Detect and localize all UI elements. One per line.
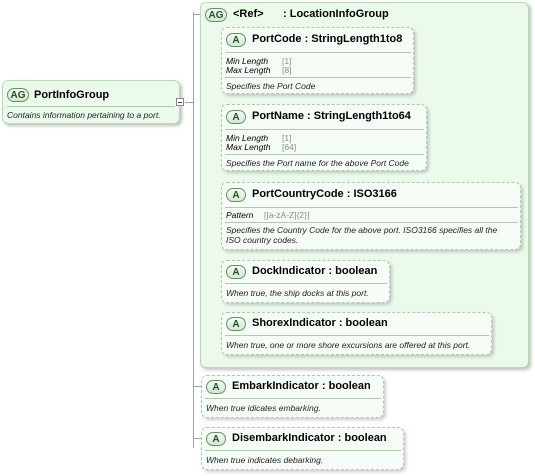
portcode-type: : StringLength1to8	[304, 33, 403, 45]
attribute-group-icon: AG	[205, 8, 227, 22]
disembarkindicator-doc: When true indicates debarking.	[206, 455, 324, 465]
attribute-icon: A	[206, 432, 226, 446]
attribute-dockindicator-box[interactable]: A DockIndicator : boolean When true, the…	[221, 260, 390, 303]
attribute-name: EmbarkIndicator : boolean	[232, 380, 371, 392]
disembarkindicator-name: DisembarkIndicator	[232, 432, 335, 444]
attribute-name: PortCode : StringLength1to8	[252, 33, 402, 45]
connector-main-horizontal	[185, 102, 193, 103]
ref-label: <Ref>	[233, 8, 264, 20]
connector-to-ref	[193, 14, 203, 15]
attribute-group-icon: AG	[7, 88, 29, 102]
attribute-name: DisembarkIndicator : boolean	[232, 432, 387, 444]
attribute-disembarkindicator-box[interactable]: A DisembarkIndicator : boolean When true…	[201, 427, 404, 470]
facet-value: [1]	[282, 133, 292, 143]
divider	[225, 335, 489, 336]
facet-key: Min Length	[226, 133, 269, 143]
attribute-shorexindicator-box[interactable]: A ShorexIndicator : boolean When true, o…	[221, 312, 492, 355]
facet-value: [8]	[282, 65, 292, 75]
embarkindicator-type: : boolean	[321, 380, 371, 392]
attribute-name: ShorexIndicator : boolean	[252, 317, 388, 329]
portname-type: : StringLength1to64	[307, 110, 411, 122]
attribute-portname-box[interactable]: A PortName : StringLength1to64 Min Lengt…	[221, 104, 427, 171]
portcountrycode-facets: Pattern [[a-zA-Z]{2}]	[226, 211, 309, 220]
divider	[205, 398, 381, 399]
disembarkindicator-type: : boolean	[337, 432, 387, 444]
embarkindicator-name: EmbarkIndicator	[232, 380, 319, 392]
location-info-group-name: : LocationInfoGroup	[283, 8, 389, 20]
port-info-group-name: PortInfoGroup	[34, 89, 110, 101]
attribute-icon: A	[226, 317, 246, 331]
attribute-icon: A	[226, 33, 246, 47]
attribute-name: PortName : StringLength1to64	[252, 110, 411, 122]
attribute-icon: A	[206, 380, 226, 394]
attribute-portcountrycode-box[interactable]: A PortCountryCode : ISO3166 Pattern [[a-z…	[221, 182, 521, 250]
shorexindicator-type: : boolean	[338, 317, 388, 329]
collapse-toggle[interactable]	[176, 98, 184, 106]
attribute-icon: A	[226, 265, 246, 279]
attribute-name: DockIndicator : boolean	[252, 265, 377, 277]
facet-key: Pattern	[226, 210, 254, 220]
portcode-facets: Min Length [1] Max Length [8]	[226, 57, 291, 75]
facet-value: [1]	[282, 56, 292, 66]
divider	[7, 106, 175, 107]
connector-to-disembark	[193, 438, 203, 439]
doc-line: ISO country codes.	[226, 235, 299, 245]
port-info-group-box[interactable]: AG PortInfoGroup Contains information pe…	[2, 80, 180, 124]
divider	[205, 450, 401, 451]
attribute-name: PortCountryCode : ISO3166	[252, 188, 397, 200]
dockindicator-name: DockIndicator	[252, 265, 326, 277]
portcode-name: PortCode	[252, 33, 302, 45]
shorexindicator-name: ShorexIndicator	[252, 317, 336, 329]
facet-value: [[a-zA-Z]{2}]	[264, 210, 310, 220]
attribute-portcode-box[interactable]: A PortCode : StringLength1to8 Min Length…	[221, 27, 414, 94]
portname-name: PortName	[252, 110, 304, 122]
portcode-doc: Specifies the Port Code	[226, 81, 316, 91]
doc-line: Specifies the Country Code for the above…	[226, 225, 498, 235]
facet-value: [64]	[282, 142, 297, 152]
port-info-group-doc: Contains information pertaining to a por…	[7, 110, 161, 120]
divider	[225, 129, 424, 130]
portname-doc: Specifies the Port name for the above Po…	[226, 158, 409, 168]
minus-icon	[178, 102, 182, 103]
divider	[225, 154, 424, 155]
divider	[225, 52, 411, 53]
divider	[225, 222, 518, 223]
portcountrycode-doc: Specifies the Country Code for the above…	[226, 225, 497, 245]
facet-key: Max Length	[226, 142, 271, 152]
connector-main-vertical	[193, 12, 194, 448]
portname-facets: Min Length [1] Max Length [64]	[226, 134, 296, 152]
facet-key: Min Length	[226, 56, 269, 66]
facet-key: Max Length	[226, 65, 271, 75]
attribute-embarkindicator-box[interactable]: A EmbarkIndicator : boolean When true id…	[201, 375, 384, 418]
portcountrycode-type: : ISO3166	[346, 188, 397, 200]
divider	[225, 77, 411, 78]
attribute-icon: A	[226, 110, 246, 124]
portcountrycode-name: PortCountryCode	[252, 188, 344, 200]
shorexindicator-doc: When true, one or more shore excursions …	[226, 340, 471, 350]
divider	[225, 283, 387, 284]
connector-to-embark	[193, 386, 203, 387]
attribute-icon: A	[226, 188, 246, 202]
embarkindicator-doc: When true idicates embarking.	[206, 403, 321, 413]
dockindicator-type: : boolean	[328, 265, 378, 277]
dockindicator-doc: When true, the ship docks at this port.	[226, 288, 369, 298]
divider	[225, 207, 518, 208]
